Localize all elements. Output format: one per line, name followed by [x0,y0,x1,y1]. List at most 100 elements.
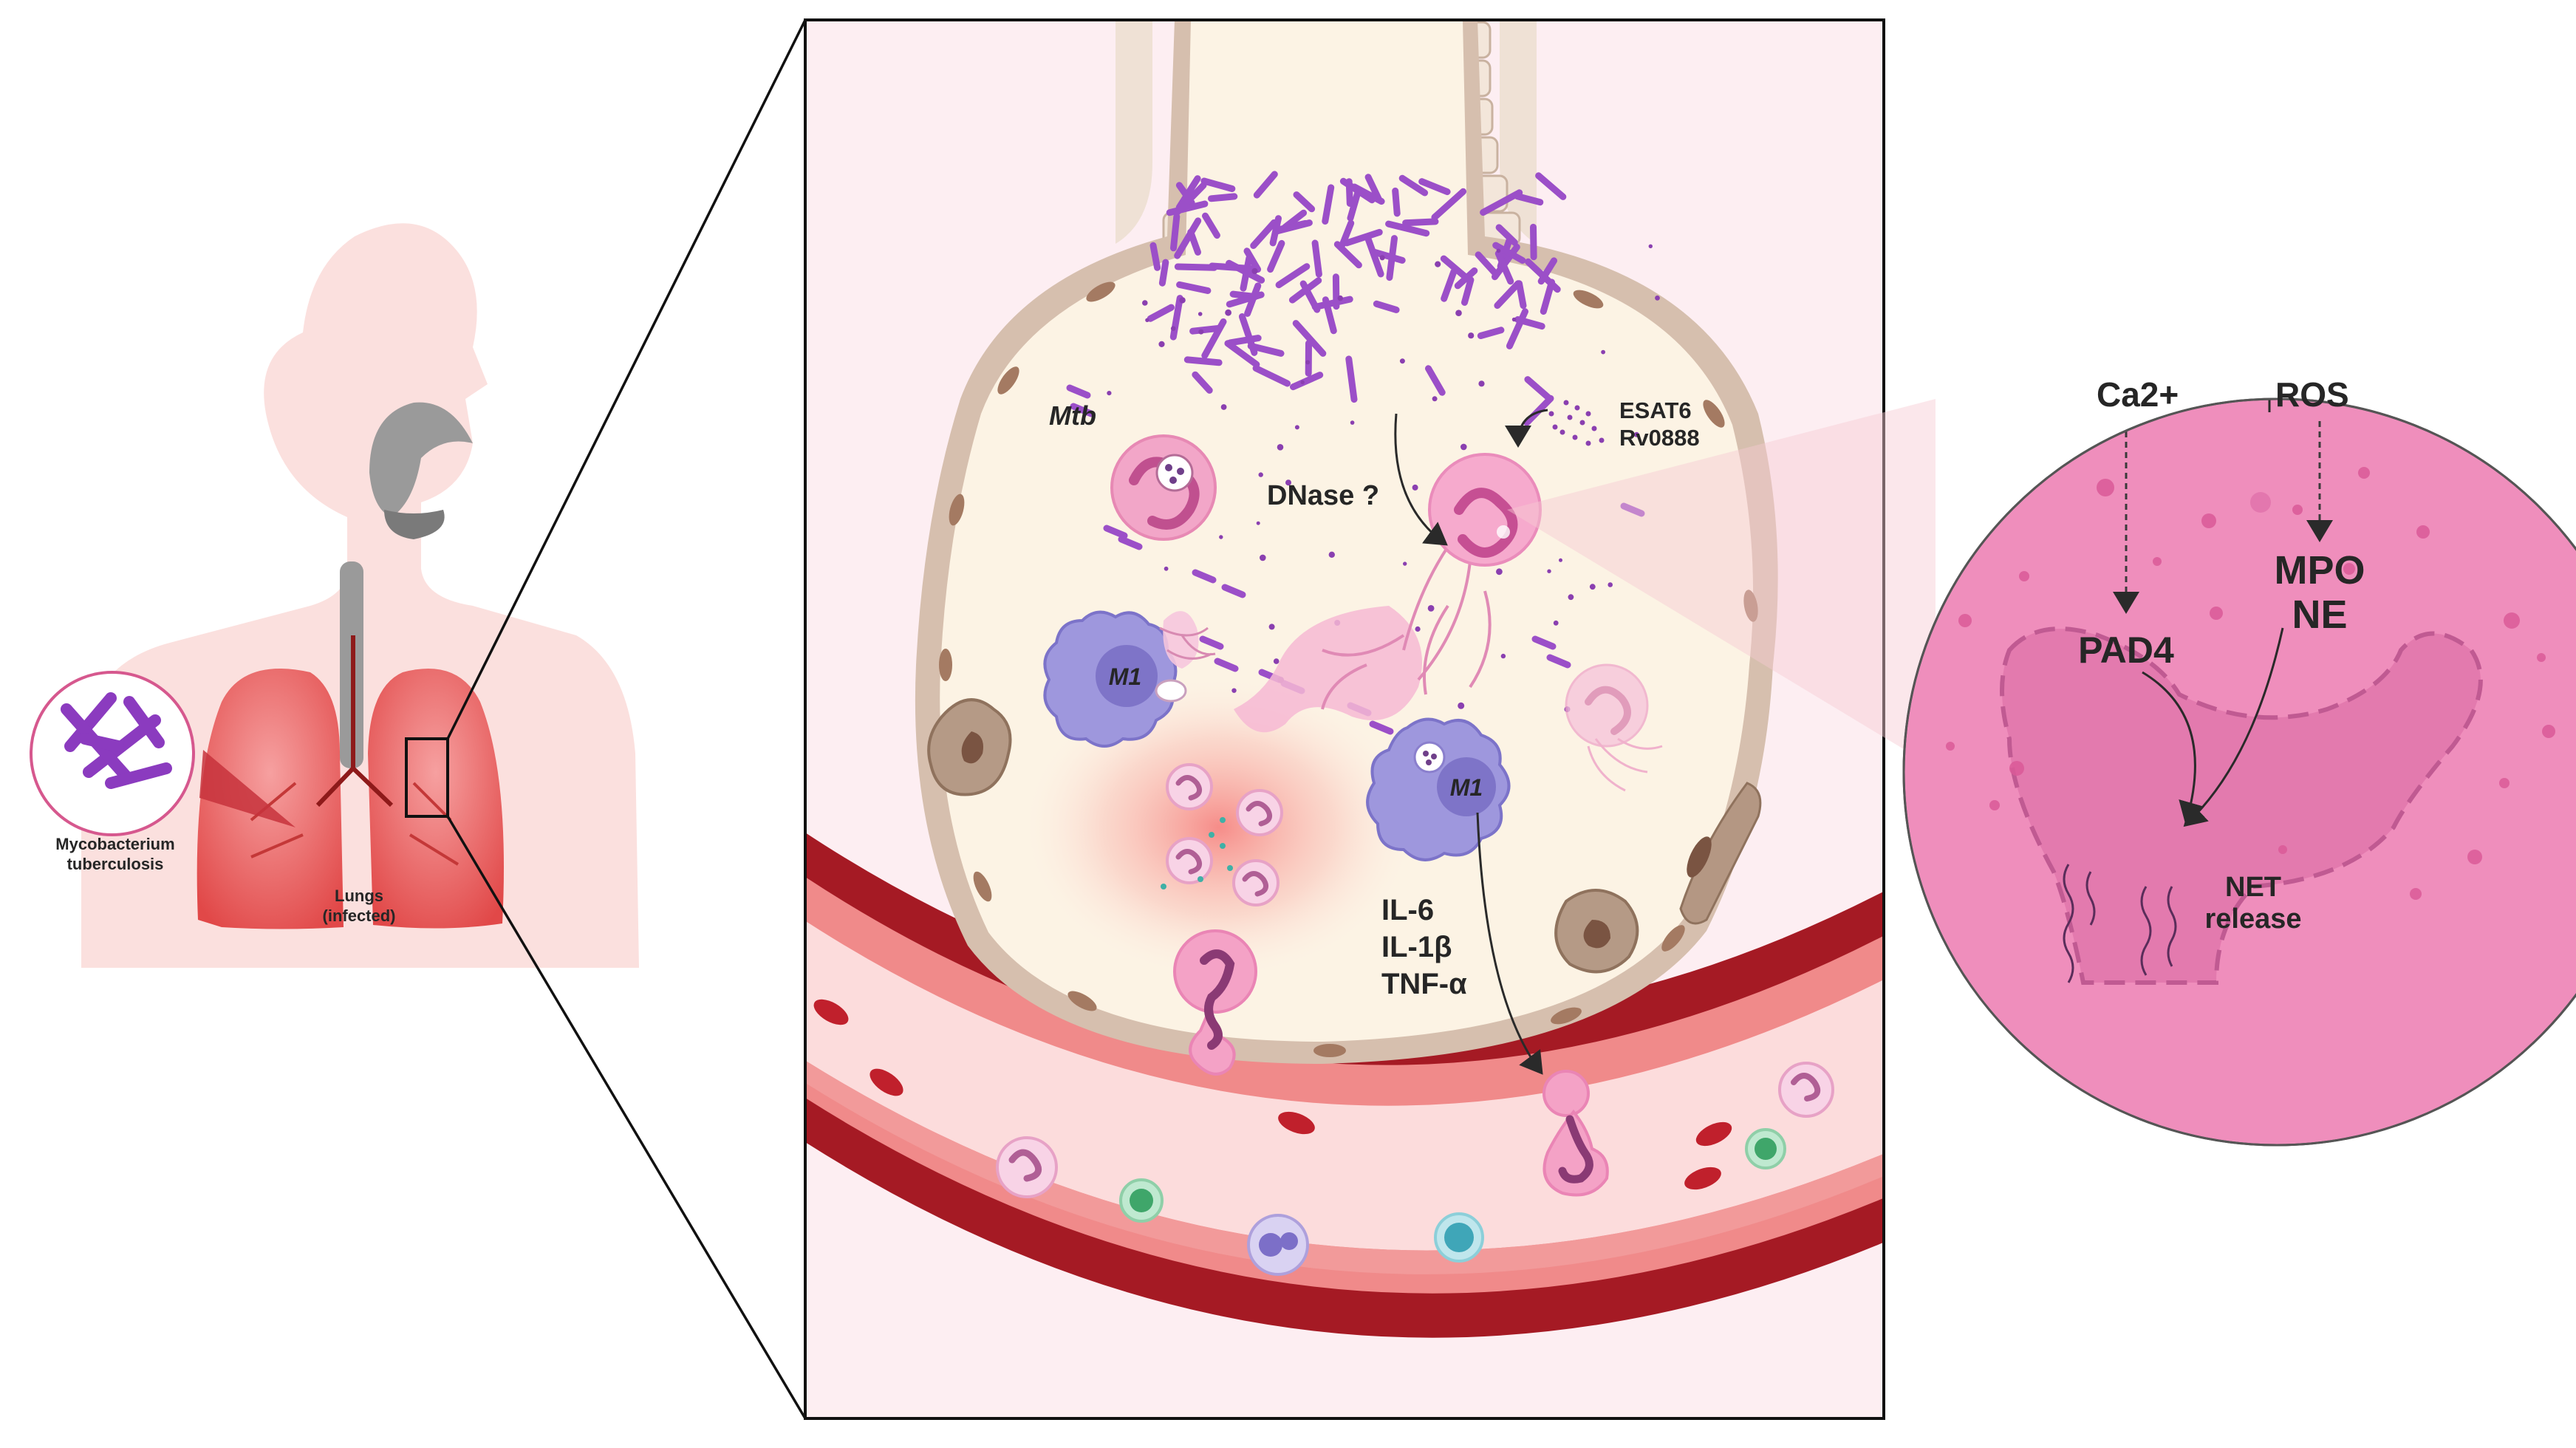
mtb-rod [1506,308,1528,349]
mtb-rod [1535,172,1567,200]
bacterium-inset [30,671,195,836]
cytokine-arrow [1476,812,1543,1075]
cytokine-tnfa: TNF-α [1381,968,1467,1000]
mtb-rod [1070,403,1095,417]
debris-dot [1412,484,1418,491]
mtb-rod [1524,376,1551,400]
vessel-lumen [805,921,1884,1251]
mtb-rod [1189,324,1223,335]
mtb-rod [1431,188,1467,221]
debris-dot [1478,380,1485,387]
pad4-label: PAD4 [2078,629,2174,671]
debris-dot [1145,318,1149,322]
mtb-rod [1494,250,1514,285]
mtb-rod [1461,276,1475,306]
mtb-rod [1475,251,1499,277]
mtb-rod [1364,235,1384,278]
mtb-rod [1243,247,1262,273]
mtb-rod [1311,239,1322,278]
transmigrating-neutrophil-left [1173,929,1257,1076]
debris-dot [1158,341,1165,347]
net-release-line1: NET [2225,872,2281,903]
mtb-rod [1226,335,1262,346]
debris-dot [1225,309,1231,316]
debris-dot [1258,472,1263,477]
mtb-rod [1440,255,1470,281]
debris-dot [1231,688,1237,693]
mtb-rod [1149,242,1161,271]
mtb-rod [1373,300,1400,313]
debris-dot [1496,248,1501,253]
debris-dot [1219,535,1223,539]
debris-dot [1415,626,1421,632]
mtb-rod [1351,183,1385,205]
mtb-rod [1495,224,1518,246]
circulating-eosinophil [1247,1214,1309,1276]
mtb-rod [1066,384,1091,399]
bacterium-label-line1: Mycobacterium [55,835,174,853]
debris-dot [1496,568,1503,576]
mtb-rod [1118,536,1143,550]
mtb-rod [1253,171,1278,199]
netotic-neutrophil-right [1565,663,1663,792]
mtb-label: Mtb [1049,400,1096,431]
mtb-rod [1620,502,1645,517]
mtb-rod [1546,654,1571,669]
neutrophil-phagocytosing [1110,434,1217,541]
alveolar-macrophage-right [1554,889,1639,974]
mtb-rod [1343,228,1383,247]
cytokine-il1b: IL-1β [1381,931,1452,963]
debris-dot [1427,605,1435,612]
debris-dot [1511,317,1517,322]
debris-dot [1601,349,1606,355]
m1-label-upper: M1 [1109,663,1141,690]
esat6-secretion-dots [1548,400,1605,446]
debris-dot [1273,658,1280,664]
mtb-rod [1214,658,1239,672]
debris-dot [1170,326,1176,332]
debris-dot [1198,329,1204,335]
mtb-rod [1516,280,1527,310]
debris-dot [1300,380,1305,385]
mtb-rod [1224,340,1260,368]
debris-dot [1305,360,1311,365]
zoom-line-top [446,19,807,740]
debris-dot [1460,443,1467,451]
mtb-rod [1250,219,1278,249]
infected-lungs [197,635,504,929]
debris-dot [1220,404,1227,410]
mtb-rod [1158,259,1169,287]
inflammation-focus [1027,680,1411,975]
debris-dot [1608,582,1613,587]
mtb-rod [1311,296,1353,310]
mtb-rod [1293,191,1316,213]
alveolus-panel-border [804,18,1885,1420]
dnase-arrow [1394,413,1448,546]
debris-dot [1553,620,1559,626]
mtb-rod [1200,177,1236,192]
mtb-rod [1202,212,1220,239]
m1-macrophage-upper [1043,610,1178,748]
zoom-line-bottom [446,816,807,1419]
bacterium-zoom-wedge [199,750,295,827]
dnase-label: DNase ? [1267,480,1379,511]
neutrophil-nucleus-outline [2000,626,2483,985]
debris-dot [1399,358,1405,364]
mtb-rod [1345,355,1358,403]
net-remnant-small [1155,611,1216,703]
esat6-label: ESAT6 [1619,397,1692,423]
ne-label: NE [2292,592,2347,637]
mpo-label: MPO [2274,548,2365,592]
mtb-rod [1269,215,1282,247]
mtb-rod [1290,372,1324,391]
mtb-rod [1192,569,1217,584]
debris-dot [1328,551,1336,558]
mtb-rod [1176,281,1212,294]
esat6-arrow [1505,409,1548,448]
mtb-rod [1183,356,1223,366]
m1-macrophage-center [1366,717,1511,861]
net-zoom-beam [1507,399,1936,768]
debris-dot [1285,479,1291,486]
red-blood-cells [813,999,1732,1190]
